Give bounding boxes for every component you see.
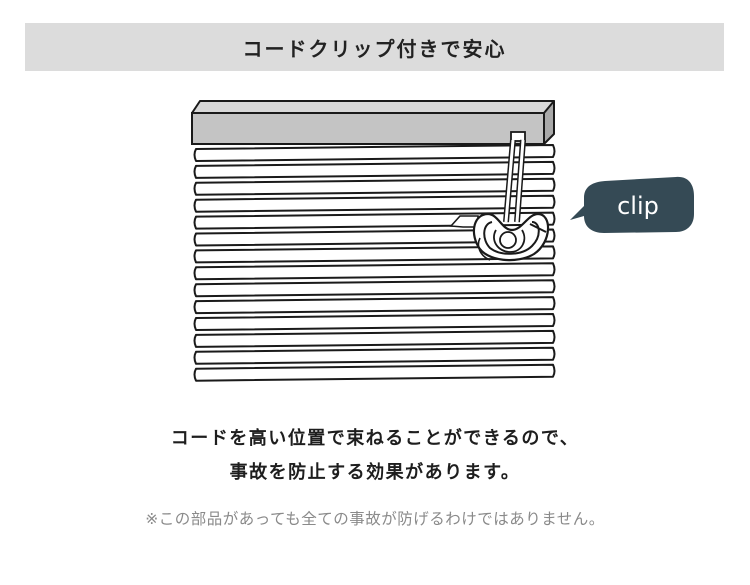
slat bbox=[193, 313, 556, 331]
description-line-1: コードを高い位置で束ねることができるので、 bbox=[170, 428, 580, 449]
slat bbox=[193, 144, 556, 162]
slat bbox=[193, 160, 556, 179]
slat bbox=[193, 177, 556, 196]
slat bbox=[193, 194, 556, 213]
slat bbox=[193, 363, 556, 382]
description-line-2: 事故を防止する効果があります。 bbox=[229, 462, 521, 483]
blind-illustration: clip bbox=[191, 100, 694, 382]
blind-slats bbox=[193, 144, 556, 382]
slat bbox=[193, 279, 556, 298]
banner-title: コードクリップ付きで安心 bbox=[242, 36, 507, 61]
title-banner: コードクリップ付きで安心 bbox=[25, 23, 724, 71]
callout-label: clip bbox=[617, 192, 659, 220]
slat bbox=[193, 346, 556, 365]
slat bbox=[193, 245, 556, 264]
slat bbox=[193, 329, 556, 348]
slat bbox=[193, 296, 556, 315]
slat bbox=[193, 262, 556, 281]
headrail bbox=[191, 100, 555, 145]
cord-clip bbox=[449, 131, 550, 262]
clip-callout: clip bbox=[570, 176, 694, 233]
slat bbox=[193, 228, 556, 247]
disclaimer-note: ※この部品があっても全ての事故が防げるわけではありません。 bbox=[145, 510, 605, 528]
